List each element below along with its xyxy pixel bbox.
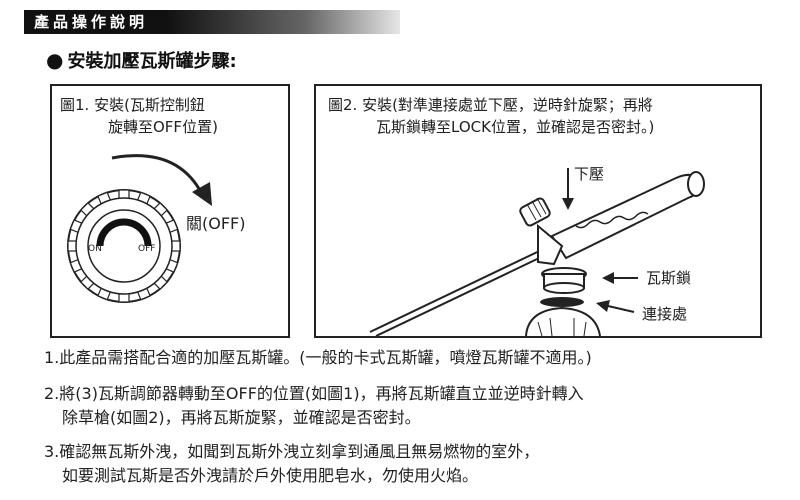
gas-knob-illustration <box>67 154 212 303</box>
figure-1-caption-line2: 旋轉至OFF位置) <box>108 118 218 136</box>
knob-on-label: ON <box>88 244 102 254</box>
instruction-2-line1: 2.將(3)瓦斯調節器轉動至OFF的位置(如圖1)，再將瓦斯罐直立並逆時針轉入 <box>44 384 584 403</box>
press-down-label: 下壓 <box>574 165 605 183</box>
gas-lock-icon <box>541 267 587 294</box>
instruction-3-line2: 如要測試瓦斯是否外洩請於戶外使用肥皂水，勿使用火焰。 <box>62 466 479 485</box>
gas-lock-label: 瓦斯鎖 <box>646 269 692 287</box>
adjust-knob-icon <box>519 197 551 227</box>
instruction-2-line2: 除草槍(如圖2)，再將瓦斯旋緊，並確認是否密封。 <box>62 408 421 427</box>
section-title: ●安裝加壓瓦斯罐步驟: <box>46 48 237 74</box>
figure-2-caption-line1: 圖2. 安裝(對準連接處並下壓，逆時針旋緊；再將 <box>328 96 653 114</box>
torch-handle-icon <box>550 171 705 260</box>
connection-label: 連接處 <box>642 305 688 323</box>
figure-1: 圖1. 安裝(瓦斯控制鈕 旋轉至OFF位置) ON OFF 關(OFF) <box>50 84 290 338</box>
gas-canister-icon <box>525 297 601 336</box>
header-bar: 產品操作說明 <box>24 10 400 34</box>
knob-icon <box>67 189 181 303</box>
knob-off-label: OFF <box>138 244 156 254</box>
close-off-label: 關(OFF) <box>186 214 246 233</box>
instruction-1: 1.此產品需搭配合適的加壓瓦斯罐。(一般的卡式瓦斯罐，噴燈瓦斯罐不適用。) <box>44 348 592 367</box>
figure-2: 圖2. 安裝(對準連接處並下壓，逆時針旋緊；再將 瓦斯鎖轉至LOCK位置，並確認… <box>314 84 762 338</box>
torch-illustration <box>369 168 705 336</box>
instruction-3-line1: 3.確認無瓦斯外洩，如聞到瓦斯外洩立刻拿到通風且無易燃物的室外， <box>44 442 540 461</box>
rotate-arrow-icon <box>111 154 204 195</box>
header-title: 產品操作說明 <box>34 13 149 31</box>
joint-arrow-icon <box>607 305 635 313</box>
regulator-body <box>537 223 564 266</box>
section-title-text: 安裝加壓瓦斯罐步驟: <box>67 51 237 72</box>
arrow-head-icon <box>192 182 212 206</box>
figure-2-caption-line2: 瓦斯鎖轉至LOCK位置，並確認是否密封。) <box>376 118 655 136</box>
bullet-icon: ● <box>46 48 64 72</box>
torch-tube <box>369 243 555 333</box>
figure-1-caption-line1: 圖1. 安裝(瓦斯控制鈕 <box>60 96 205 114</box>
